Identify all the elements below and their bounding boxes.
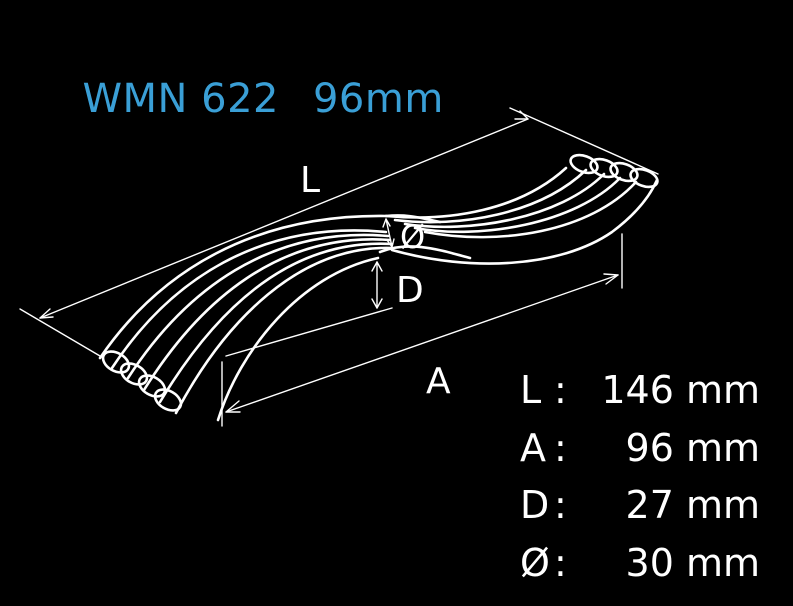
spec-sep: : <box>554 425 567 470</box>
spec-row-diameter: Ø : 30 mm <box>520 541 760 599</box>
spec-sep: : <box>554 368 567 412</box>
spec-row-l: L : 146 mm <box>520 368 760 426</box>
spec-key: A <box>520 425 546 470</box>
spec-sep: : <box>554 540 567 585</box>
spec-value: 96 mm <box>625 425 760 470</box>
spec-key: L <box>520 368 542 412</box>
label-a: A <box>426 361 451 402</box>
label-d: D <box>396 270 424 311</box>
dimension-diameter <box>382 218 395 248</box>
spec-list: L : 146 mm A : 96 mm D : 27 mm Ø : 30 mm <box>520 368 760 598</box>
spec-value: 27 mm <box>625 483 760 527</box>
handle-body <box>98 153 659 422</box>
spec-key: D <box>520 483 550 527</box>
spec-row-a: A : 96 mm <box>520 426 760 484</box>
product-title: WMN 622 96mm <box>56 30 444 122</box>
spec-sep: : <box>554 483 567 527</box>
dimension-d <box>225 261 393 357</box>
spec-value: 146 mm <box>601 368 760 412</box>
model-code: WMN 622 <box>82 76 279 122</box>
label-l: L <box>300 160 321 201</box>
spec-key: Ø <box>520 540 550 585</box>
label-diameter: Ø <box>400 218 426 256</box>
dimension-a <box>221 233 623 427</box>
spec-value: 30 mm <box>625 540 760 585</box>
spec-row-d: D : 27 mm <box>520 483 760 541</box>
dimension-l <box>19 107 659 357</box>
model-size: 96mm <box>312 76 444 122</box>
